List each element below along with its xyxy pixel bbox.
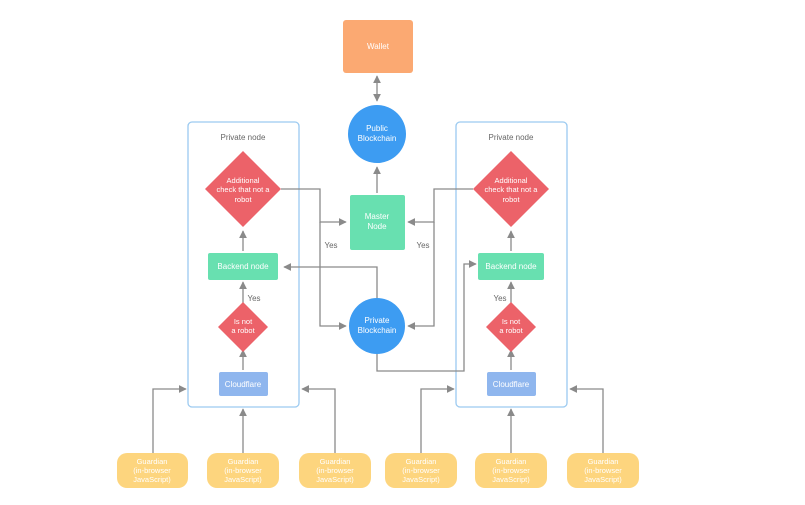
guardian-label-line3: JavaScript)	[316, 475, 354, 484]
edge-label-left-yes-master: Yes	[324, 241, 337, 250]
public-blockchain-node[interactable]	[348, 105, 406, 163]
left-backend-label: Backend node	[217, 262, 269, 271]
right-additional-check-line2: check that not a	[485, 185, 539, 194]
edge-guardian-6	[569, 385, 604, 453]
private-blockchain-node[interactable]	[349, 298, 405, 354]
edge-label-left-yes-backend: Yes	[247, 294, 260, 303]
guardian-node[interactable]: Guardian (in-browser JavaScript)	[385, 453, 457, 488]
left-backend-node[interactable]	[208, 253, 278, 280]
edge-guardian-3	[301, 385, 336, 453]
public-blockchain-label-line2: Blockchain	[358, 134, 397, 143]
guardian-label-line3: JavaScript)	[133, 475, 171, 484]
public-blockchain-label-line1: Public	[366, 124, 388, 133]
guardian-label-line3: JavaScript)	[492, 475, 530, 484]
right-private-node-container	[455, 121, 568, 408]
right-backend-label: Backend node	[485, 262, 537, 271]
right-is-not-robot-line1: Is not	[502, 317, 521, 326]
private-blockchain-label-line1: Private	[365, 316, 390, 325]
guardian-label-line1: Guardian	[588, 457, 619, 466]
guardian-label-line3: JavaScript)	[402, 475, 440, 484]
wallet-node[interactable]	[343, 20, 413, 73]
master-node-label-line2: Node	[367, 222, 387, 231]
guardian-label-line2: (in-browser	[402, 466, 440, 475]
left-private-node-container	[187, 121, 300, 408]
edge-private-blockchain-left-backend	[283, 263, 378, 298]
guardian-label-line2: (in-browser	[492, 466, 530, 475]
guardian-node[interactable]: Guardian (in-browser JavaScript)	[567, 453, 639, 488]
guardian-label-line3: JavaScript)	[224, 475, 262, 484]
right-private-node-title: Private node	[489, 133, 534, 142]
guardian-label-line1: Guardian	[320, 457, 351, 466]
guardian-label-line1: Guardian	[406, 457, 437, 466]
right-backend-node[interactable]	[478, 253, 544, 280]
edge-private-blockchain-right-backend	[376, 260, 477, 372]
guardian-label-line2: (in-browser	[584, 466, 622, 475]
master-node[interactable]	[350, 195, 405, 250]
edge-left-additional-private-blockchain	[319, 222, 347, 330]
guardian-node[interactable]: Guardian (in-browser JavaScript)	[117, 453, 188, 488]
right-is-not-robot-decision[interactable]	[486, 302, 536, 352]
edge-right-additional-private-blockchain	[407, 222, 435, 330]
right-additional-check-line1: Additional	[495, 176, 528, 185]
guardian-node[interactable]: Guardian (in-browser JavaScript)	[475, 453, 547, 488]
wallet-label: Wallet	[367, 42, 390, 51]
right-additional-check-decision[interactable]	[473, 151, 549, 227]
edge-guardian-1	[152, 385, 187, 453]
left-additional-check-decision[interactable]	[205, 151, 281, 227]
guardian-node[interactable]: Guardian (in-browser JavaScript)	[207, 453, 279, 488]
left-is-not-robot-decision[interactable]	[218, 302, 268, 352]
guardian-label-line1: Guardian	[137, 457, 168, 466]
edge-right-additional-master	[407, 188, 473, 226]
master-node-label-line1: Master	[365, 212, 390, 221]
guardian-label-line2: (in-browser	[316, 466, 354, 475]
guardian-label-line1: Guardian	[228, 457, 259, 466]
left-additional-check-line2: check that not a	[217, 185, 271, 194]
right-additional-check-line3: robot	[502, 195, 520, 204]
left-private-node-title: Private node	[221, 133, 266, 142]
left-cloudflare-node[interactable]	[219, 372, 268, 396]
left-cloudflare-label: Cloudflare	[225, 380, 262, 389]
left-is-not-robot-line1: Is not	[234, 317, 253, 326]
right-cloudflare-label: Cloudflare	[493, 380, 530, 389]
left-additional-check-line3: robot	[234, 195, 252, 204]
left-additional-check-line1: Additional	[227, 176, 260, 185]
private-blockchain-label-line2: Blockchain	[358, 326, 397, 335]
guardian-label-line3: JavaScript)	[584, 475, 622, 484]
left-is-not-robot-line2: a robot	[231, 326, 255, 335]
right-cloudflare-node[interactable]	[487, 372, 536, 396]
edge-label-right-yes-backend: Yes	[493, 294, 506, 303]
guardian-label-line1: Guardian	[496, 457, 527, 466]
guardian-node[interactable]: Guardian (in-browser JavaScript)	[299, 453, 371, 488]
edge-guardian-4	[420, 385, 455, 453]
guardian-label-line2: (in-browser	[224, 466, 262, 475]
edge-left-additional-master	[281, 188, 347, 226]
right-is-not-robot-line2: a robot	[499, 326, 523, 335]
edge-label-right-yes-master: Yes	[416, 241, 429, 250]
guardian-label-line2: (in-browser	[133, 466, 171, 475]
